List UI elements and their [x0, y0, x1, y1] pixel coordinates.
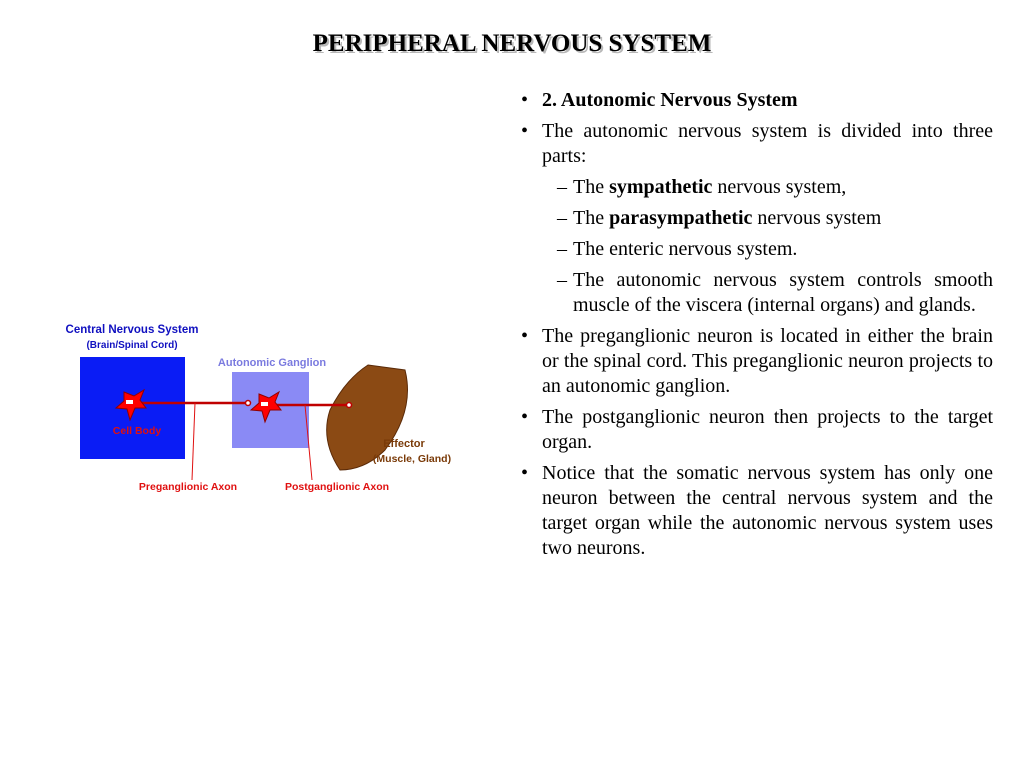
- cns-label: Central Nervous System: [66, 324, 199, 336]
- slide-title: PERIPHERAL NERVOUS SYSTEM: [312, 30, 712, 57]
- bullet-mark: •: [521, 462, 529, 484]
- bullet-text: Notice that the somatic nervous system h…: [542, 462, 993, 559]
- pre-axon-pointer: [191, 402, 196, 481]
- bullet-mark: •: [521, 406, 529, 428]
- bullet-text: The preganglionic neuron is located in e…: [542, 325, 993, 397]
- cell-body-label: Cell Body: [113, 425, 162, 437]
- sub-suffix: nervous system: [752, 207, 882, 229]
- dash-mark: –: [557, 207, 567, 229]
- dash-mark: –: [557, 238, 567, 260]
- ganglion-label: Autonomic Ganglion: [218, 357, 326, 369]
- sub-text: The autonomic nervous system controls sm…: [573, 269, 993, 316]
- preganglionic-cell-body-icon: [114, 388, 147, 422]
- postganglionic-terminal: [345, 401, 353, 409]
- section-heading: 2. Autonomic Nervous System: [542, 89, 798, 111]
- preganglionic-nucleus: [126, 400, 133, 404]
- postganglionic-cell-body-icon: [249, 390, 282, 424]
- bullet-item: • The autonomic nervous system is divide…: [521, 119, 993, 169]
- dash-mark: –: [557, 269, 567, 291]
- sub-suffix: nervous system,: [712, 176, 847, 198]
- bullet-item: • 2. Autonomic Nervous System: [521, 88, 993, 113]
- diagram-svg: Central Nervous System (Brain/Spinal Cor…: [66, 324, 452, 493]
- autonomic-pathway-diagram: Central Nervous System (Brain/Spinal Cor…: [40, 310, 480, 510]
- sub-item: – The sympathetic nervous system,: [557, 175, 993, 200]
- effector-sublabel: (Muscle, Gland): [373, 453, 451, 465]
- sub-prefix: The: [573, 207, 610, 229]
- sub-item: – The autonomic nervous system controls …: [557, 268, 993, 318]
- slide-body: • 2. Autonomic Nervous System • The auto…: [521, 88, 993, 567]
- post-axon-pointer: [304, 404, 313, 481]
- bullet-item: • The preganglionic neuron is located in…: [521, 324, 993, 399]
- post-axon-label: Postganglionic Axon: [285, 481, 389, 493]
- cns-sublabel: (Brain/Spinal Cord): [86, 340, 177, 351]
- sub-bold: sympathetic: [609, 176, 713, 198]
- bullet-mark: •: [521, 325, 529, 347]
- sub-prefix: The: [573, 176, 610, 198]
- pre-axon-label: Preganglionic Axon: [139, 481, 237, 493]
- bullet-item: • The postganglionic neuron then project…: [521, 405, 993, 455]
- dash-mark: –: [557, 176, 567, 198]
- bullet-item: • Notice that the somatic nervous system…: [521, 461, 993, 561]
- preganglionic-terminal: [244, 399, 252, 407]
- effector-label: Effector: [383, 438, 425, 450]
- effector-shape: [326, 364, 408, 471]
- postganglionic-nucleus: [261, 402, 268, 406]
- sub-item: – The parasympathetic nervous system: [557, 206, 993, 231]
- bullet-text: The postganglionic neuron then projects …: [542, 406, 993, 453]
- sub-item: – The enteric nervous system.: [557, 237, 993, 262]
- sub-bold: parasympathetic: [609, 207, 753, 229]
- bullet-text: The autonomic nervous system is divided …: [542, 120, 993, 167]
- bullet-mark: •: [521, 89, 529, 111]
- bullet-mark: •: [521, 120, 529, 142]
- sub-text: The enteric nervous system.: [573, 238, 798, 260]
